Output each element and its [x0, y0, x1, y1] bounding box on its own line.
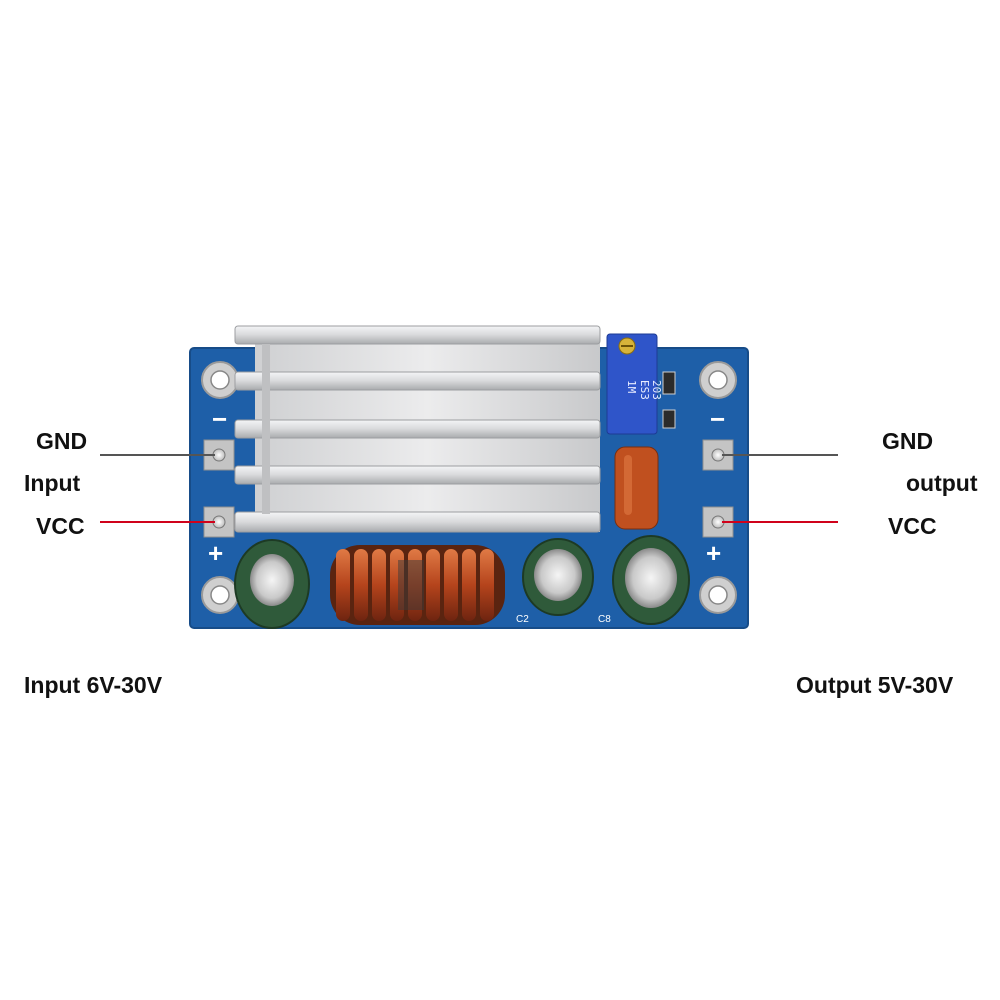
output-gnd-label: GND — [882, 428, 934, 454]
input-vcc-label: VCC — [36, 513, 85, 539]
film-capacitor — [614, 446, 659, 530]
potentiometer: 1M ES3 203 — [606, 333, 663, 435]
mounting-hole-bottom-right — [699, 576, 737, 614]
input-gnd-label: GND — [36, 428, 88, 454]
silk-minus-right: − — [710, 404, 725, 434]
silk-c2: C2 — [516, 614, 529, 625]
input-label: Input — [24, 470, 81, 496]
inductor-coil — [330, 545, 505, 625]
pot-marking-1: 1M — [625, 380, 638, 394]
pot-marking-2: ES3 — [638, 380, 651, 400]
output-vcc-label: VCC — [888, 513, 937, 539]
silk-plus-left: + — [208, 538, 223, 568]
output-label: output — [906, 470, 978, 496]
mounting-hole-top-right — [699, 361, 737, 399]
smd-resistor-1 — [662, 371, 676, 395]
input-capacitor — [234, 539, 310, 629]
output-capacitor-c2 — [522, 538, 594, 616]
input-range-label: Input 6V-30V — [24, 672, 163, 698]
silk-minus-left: − — [212, 404, 227, 434]
mounting-hole-top-left — [201, 361, 239, 399]
smd-resistor-2 — [662, 409, 676, 429]
output-range-label: Output 5V-30V — [796, 672, 954, 698]
output-capacitor-c8 — [612, 535, 690, 625]
silk-c8: C8 — [598, 614, 611, 625]
pot-marking-3: 203 — [650, 380, 663, 400]
silk-plus-right: + — [706, 538, 721, 568]
mounting-hole-bottom-left — [201, 576, 239, 614]
heatsink — [234, 325, 601, 533]
